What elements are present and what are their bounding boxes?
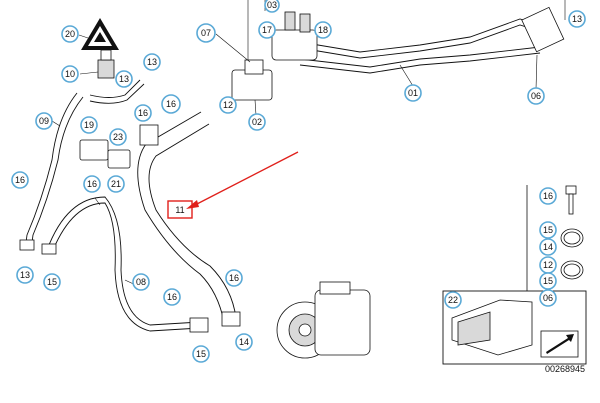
callout-01: 01 bbox=[404, 84, 422, 102]
callout-16: 16 bbox=[134, 104, 152, 122]
callout-17: 17 bbox=[258, 21, 276, 39]
callout-06-panel: 06 bbox=[539, 289, 557, 307]
callout-15: 15 bbox=[192, 345, 210, 363]
callout-06: 06 bbox=[527, 87, 545, 105]
callout-16: 16 bbox=[163, 288, 181, 306]
callout-16: 16 bbox=[11, 171, 29, 189]
svg-text:13: 13 bbox=[572, 14, 582, 24]
svg-text:16: 16 bbox=[87, 179, 97, 189]
svg-text:17: 17 bbox=[262, 25, 272, 35]
svg-text:16: 16 bbox=[166, 99, 176, 109]
callout-13: 13 bbox=[115, 70, 133, 88]
callout-03: 03 bbox=[264, 0, 280, 13]
callout-15-panel-b: 15 bbox=[539, 272, 557, 290]
document-number: 00268945 bbox=[545, 364, 585, 374]
callout-02: 02 bbox=[248, 113, 266, 131]
callout-22: 22 bbox=[444, 291, 462, 309]
svg-text:15: 15 bbox=[543, 225, 553, 235]
compressor bbox=[276, 281, 371, 359]
callout-09: 09 bbox=[35, 112, 53, 130]
svg-text:22: 22 bbox=[448, 295, 458, 305]
callout-16: 16 bbox=[161, 94, 181, 114]
callout-16: 16 bbox=[83, 175, 101, 193]
svg-text:01: 01 bbox=[408, 88, 418, 98]
callout-08: 08 bbox=[132, 273, 150, 291]
svg-text:06: 06 bbox=[531, 91, 541, 101]
svg-text:11: 11 bbox=[175, 205, 184, 215]
leader-lines bbox=[51, 0, 566, 288]
callout-13: 13 bbox=[568, 10, 586, 28]
svg-text:13: 13 bbox=[119, 74, 129, 84]
svg-text:16: 16 bbox=[543, 191, 553, 201]
svg-text:19: 19 bbox=[84, 120, 94, 130]
small-parts-panel bbox=[526, 185, 584, 321]
svg-text:21: 21 bbox=[111, 179, 121, 189]
svg-text:09: 09 bbox=[39, 116, 49, 126]
svg-text:13: 13 bbox=[147, 57, 157, 67]
svg-text:23: 23 bbox=[113, 132, 123, 142]
inset-box bbox=[442, 290, 587, 365]
svg-text:15: 15 bbox=[47, 277, 57, 287]
callout-11: 11 bbox=[175, 205, 184, 215]
callout-23: 23 bbox=[109, 128, 127, 146]
callout-14: 14 bbox=[235, 333, 253, 351]
svg-text:02: 02 bbox=[252, 117, 262, 127]
callout-20: 20 bbox=[61, 25, 79, 43]
arrow-icon bbox=[546, 334, 574, 354]
callout-12: 12 bbox=[539, 256, 557, 274]
callout-10: 10 bbox=[61, 65, 79, 83]
svg-text:12: 12 bbox=[543, 260, 553, 270]
svg-text:16: 16 bbox=[229, 273, 239, 283]
callout-18: 18 bbox=[314, 21, 332, 39]
svg-text:15: 15 bbox=[196, 349, 206, 359]
svg-text:16: 16 bbox=[138, 108, 148, 118]
svg-text:18: 18 bbox=[318, 25, 328, 35]
highlight-arrow bbox=[194, 151, 299, 206]
callout-19: 19 bbox=[80, 116, 98, 134]
svg-text:06: 06 bbox=[543, 293, 553, 303]
callout-16: 16 bbox=[225, 269, 243, 287]
svg-text:20: 20 bbox=[65, 29, 75, 39]
svg-text:16: 16 bbox=[15, 175, 25, 185]
callout-16-panel: 16 bbox=[539, 187, 557, 205]
svg-text:10: 10 bbox=[65, 69, 75, 79]
callout-12: 12 bbox=[219, 96, 237, 114]
svg-text:12: 12 bbox=[223, 100, 233, 110]
highlight bbox=[167, 151, 299, 219]
warning-triangle-icon bbox=[81, 18, 119, 50]
svg-text:03: 03 bbox=[267, 0, 277, 10]
svg-text:16: 16 bbox=[167, 292, 177, 302]
parts bbox=[19, 6, 565, 359]
svg-text:15: 15 bbox=[543, 276, 553, 286]
svg-text:14: 14 bbox=[543, 242, 553, 252]
highlight-box bbox=[167, 200, 193, 219]
callout-13: 13 bbox=[143, 53, 161, 71]
callout-07: 07 bbox=[196, 23, 216, 43]
svg-text:07: 07 bbox=[201, 28, 211, 38]
svg-text:14: 14 bbox=[239, 337, 249, 347]
callout-14-panel: 14 bbox=[539, 238, 557, 256]
callout-21: 21 bbox=[107, 175, 125, 193]
svg-text:08: 08 bbox=[136, 277, 146, 287]
callout-13: 13 bbox=[16, 266, 34, 284]
callout-15: 15 bbox=[43, 273, 61, 291]
callouts: 13 03 07 17 18 13 20 10 13 16 01 12 09 0… bbox=[11, 0, 586, 363]
callout-15: 15 bbox=[539, 221, 557, 239]
pipe-drawing bbox=[24, 18, 546, 332]
svg-text:13: 13 bbox=[20, 270, 30, 280]
